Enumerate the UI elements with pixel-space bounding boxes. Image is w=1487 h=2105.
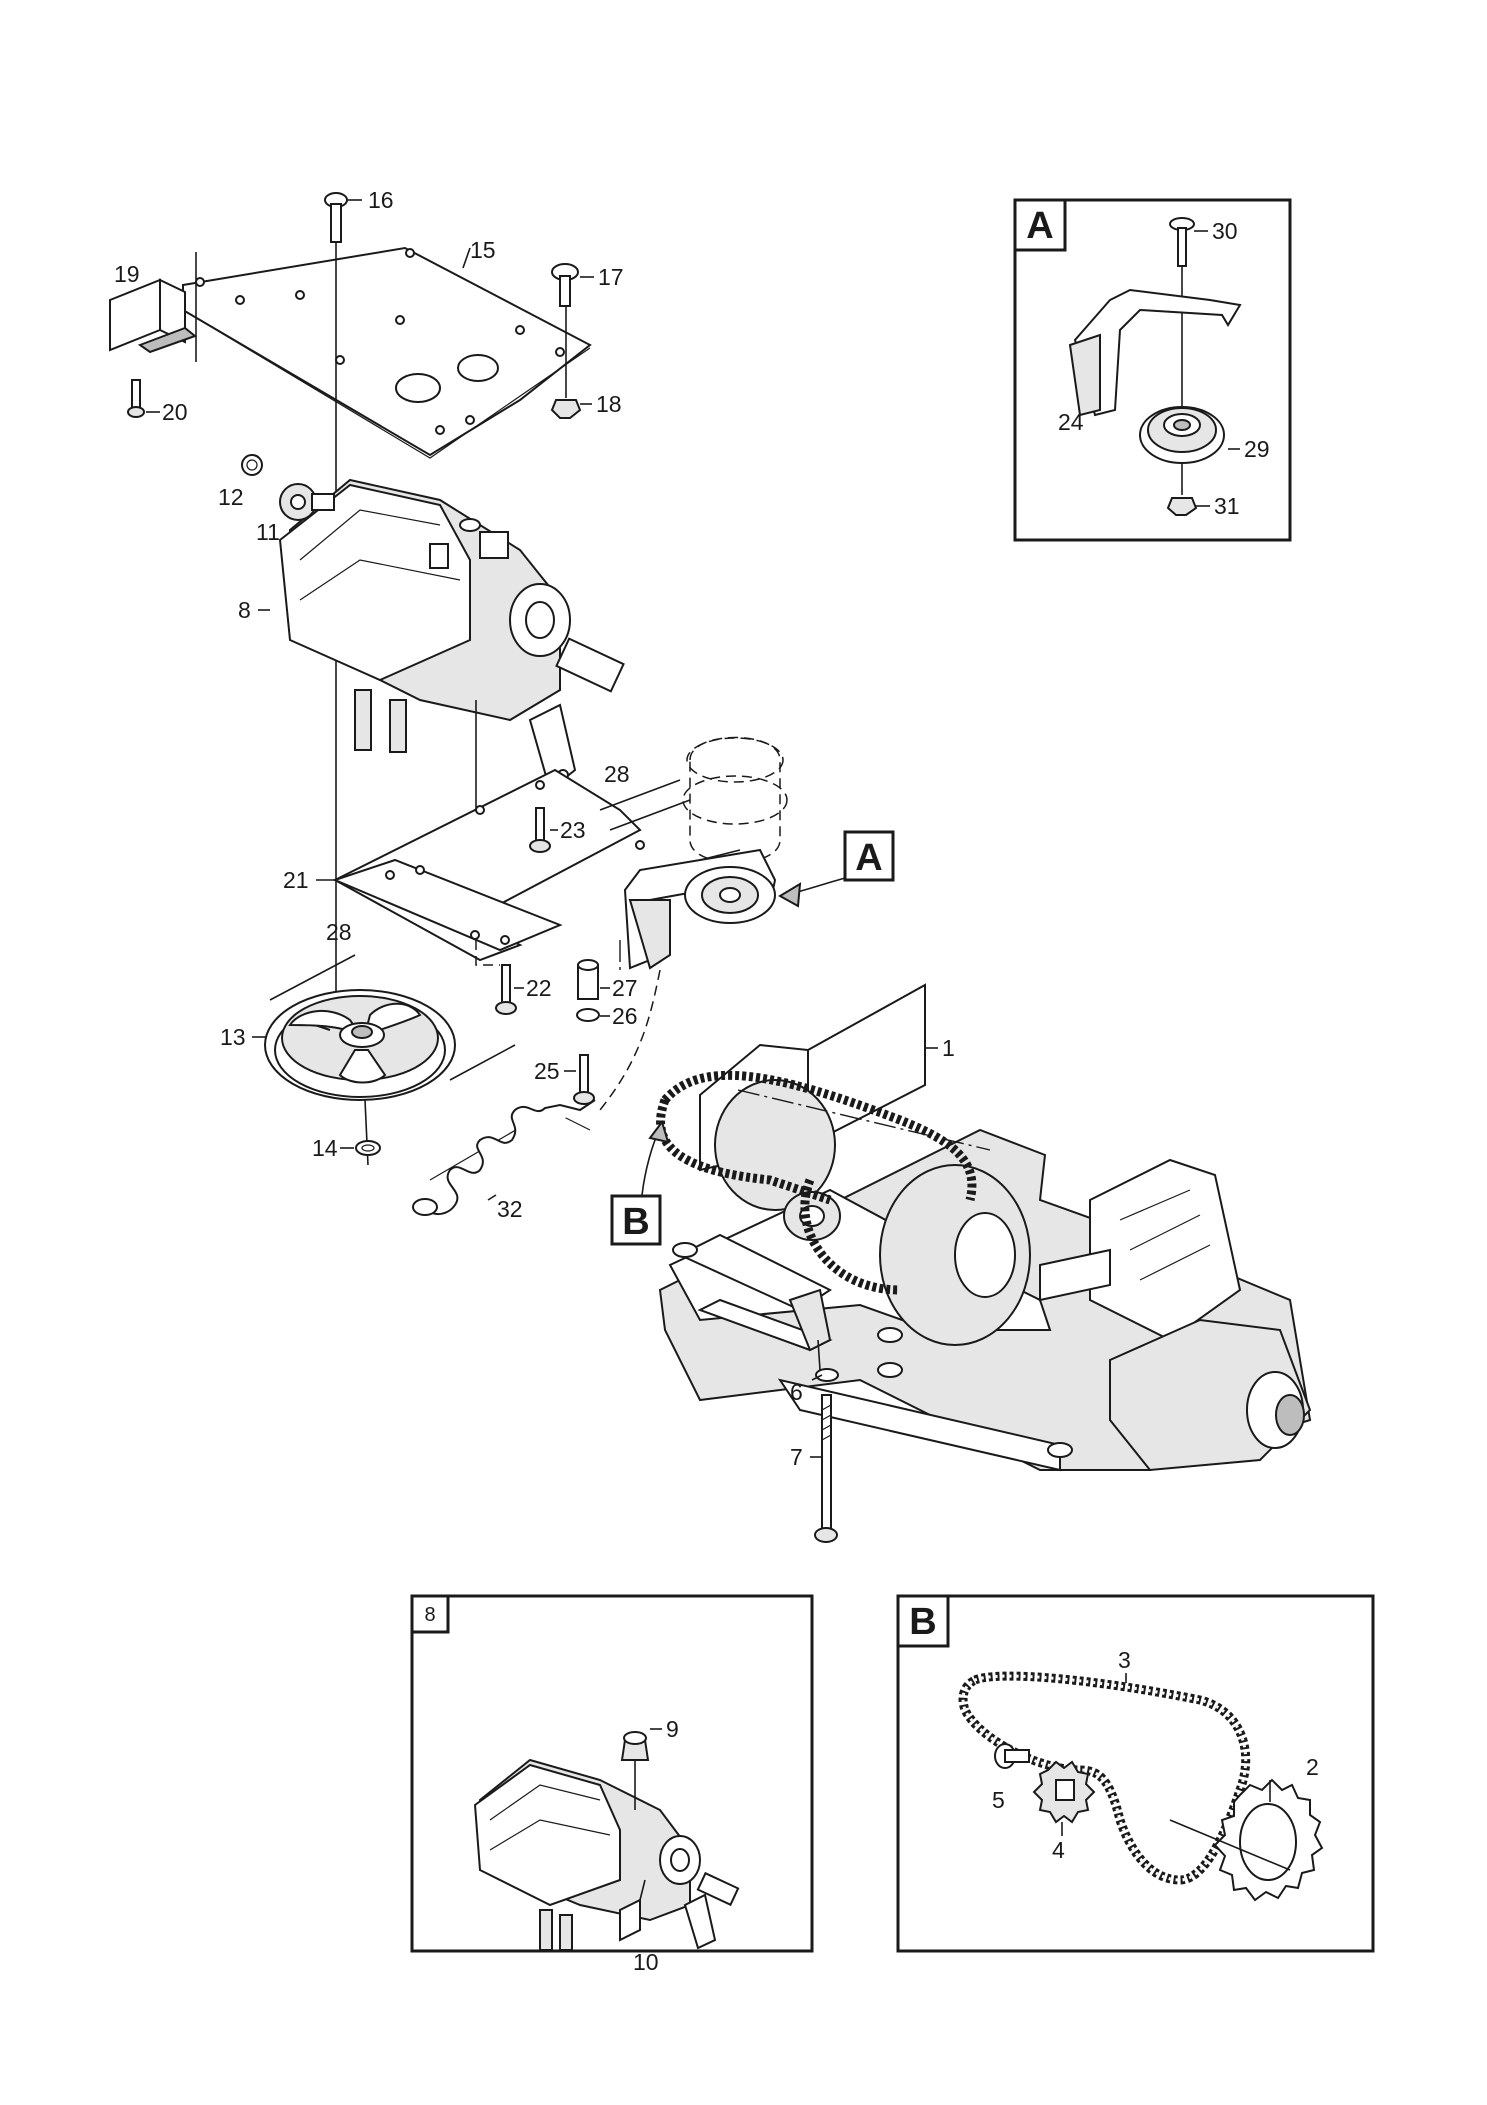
- callout-28-lower: 28: [326, 919, 352, 945]
- pointer-tag-b-label: B: [622, 1201, 649, 1243]
- callout-2: 2: [1306, 1754, 1319, 1780]
- pointer-tag-a-label: A: [855, 837, 882, 879]
- callout-13: 13: [220, 1024, 246, 1050]
- spacer-27: [577, 959, 599, 1000]
- callout-6: 6: [790, 1379, 803, 1405]
- bolt-17: [551, 263, 579, 307]
- callout-17: 17: [598, 264, 624, 290]
- callout-9: 9: [666, 1716, 679, 1742]
- arrow-to-detail-b: [641, 1119, 670, 1196]
- pointer-tag-a: A: [843, 830, 895, 882]
- callout-15: 15: [470, 237, 496, 263]
- sprocket-2: [1213, 1778, 1324, 1902]
- callout-31: 31: [1214, 493, 1240, 519]
- callout-10: 10: [633, 1949, 659, 1975]
- detail-box-b-label: B: [909, 1601, 936, 1643]
- callout-3: 3: [1118, 1647, 1131, 1673]
- clip-12: [241, 454, 263, 476]
- callout-4: 4: [1052, 1837, 1065, 1863]
- callout-25: 25: [534, 1058, 560, 1084]
- detail-box-a: A 30 24 29 31: [1013, 198, 1292, 542]
- bracket-19: [109, 278, 198, 354]
- callout-24: 24: [1058, 409, 1084, 435]
- callout-5: 5: [992, 1787, 1005, 1813]
- callout-21: 21: [283, 867, 309, 893]
- callout-28-upper: 28: [604, 761, 630, 787]
- callout-1: 1: [942, 1035, 955, 1061]
- sprocket-11: [279, 483, 335, 521]
- callout-32: 32: [497, 1196, 523, 1222]
- spring-path-dash: [599, 969, 661, 1111]
- callout-8: 8: [238, 597, 251, 623]
- callout-11: 11: [256, 519, 280, 545]
- screw-16: [324, 192, 348, 355]
- callout-14: 14: [312, 1135, 338, 1161]
- bracket-plate-21: [332, 768, 645, 962]
- pointer-tag-b: B: [610, 1194, 662, 1246]
- spring-32: [412, 1099, 596, 1216]
- callout-12: 12: [218, 484, 244, 510]
- idler-bracket-assembly: [623, 848, 777, 970]
- clip-14: [355, 1140, 381, 1156]
- callout-30: 30: [1212, 218, 1238, 244]
- drive-pulley-upper: [599, 736, 788, 871]
- screw-23: [529, 807, 551, 853]
- callout-19: 19: [114, 261, 140, 287]
- screw-22: [475, 940, 517, 1015]
- bolt-7: [814, 1394, 838, 1543]
- screw-20: [127, 379, 145, 418]
- gearbox: [278, 355, 625, 1015]
- sprocket-4: [1032, 1760, 1096, 1824]
- callout-22: 22: [526, 975, 552, 1001]
- callout-16: 16: [368, 187, 394, 213]
- mounting-plate: [182, 246, 592, 459]
- washer-26: [576, 1008, 600, 1022]
- pulley-13: [264, 954, 516, 1166]
- callout-27: 27: [612, 975, 638, 1001]
- screw-25: [573, 1054, 595, 1105]
- callout-18: 18: [596, 391, 622, 417]
- washer-6: [815, 1368, 839, 1382]
- detail-box-b: B 3 2 4 5: [896, 1594, 1375, 1953]
- nut-18: [550, 306, 582, 419]
- detail-box-a-label: A: [1026, 205, 1053, 247]
- callout-7: 7: [790, 1444, 803, 1470]
- callout-labels: 16 15 17 18 19 20 12 11 8 28 23 21 28 22…: [114, 187, 955, 1470]
- bolt-5: [994, 1743, 1030, 1769]
- callout-26: 26: [612, 1003, 638, 1029]
- arrow-to-detail-a: [778, 877, 846, 908]
- detail-box-8: 8 9 10: [410, 1594, 814, 1975]
- rear-axle-assembly: [619, 940, 1312, 1472]
- callout-29: 29: [1244, 436, 1270, 462]
- callout-23: 23: [560, 817, 586, 843]
- callout-20: 20: [162, 399, 188, 425]
- detail-box-8-label: 8: [424, 1604, 435, 1626]
